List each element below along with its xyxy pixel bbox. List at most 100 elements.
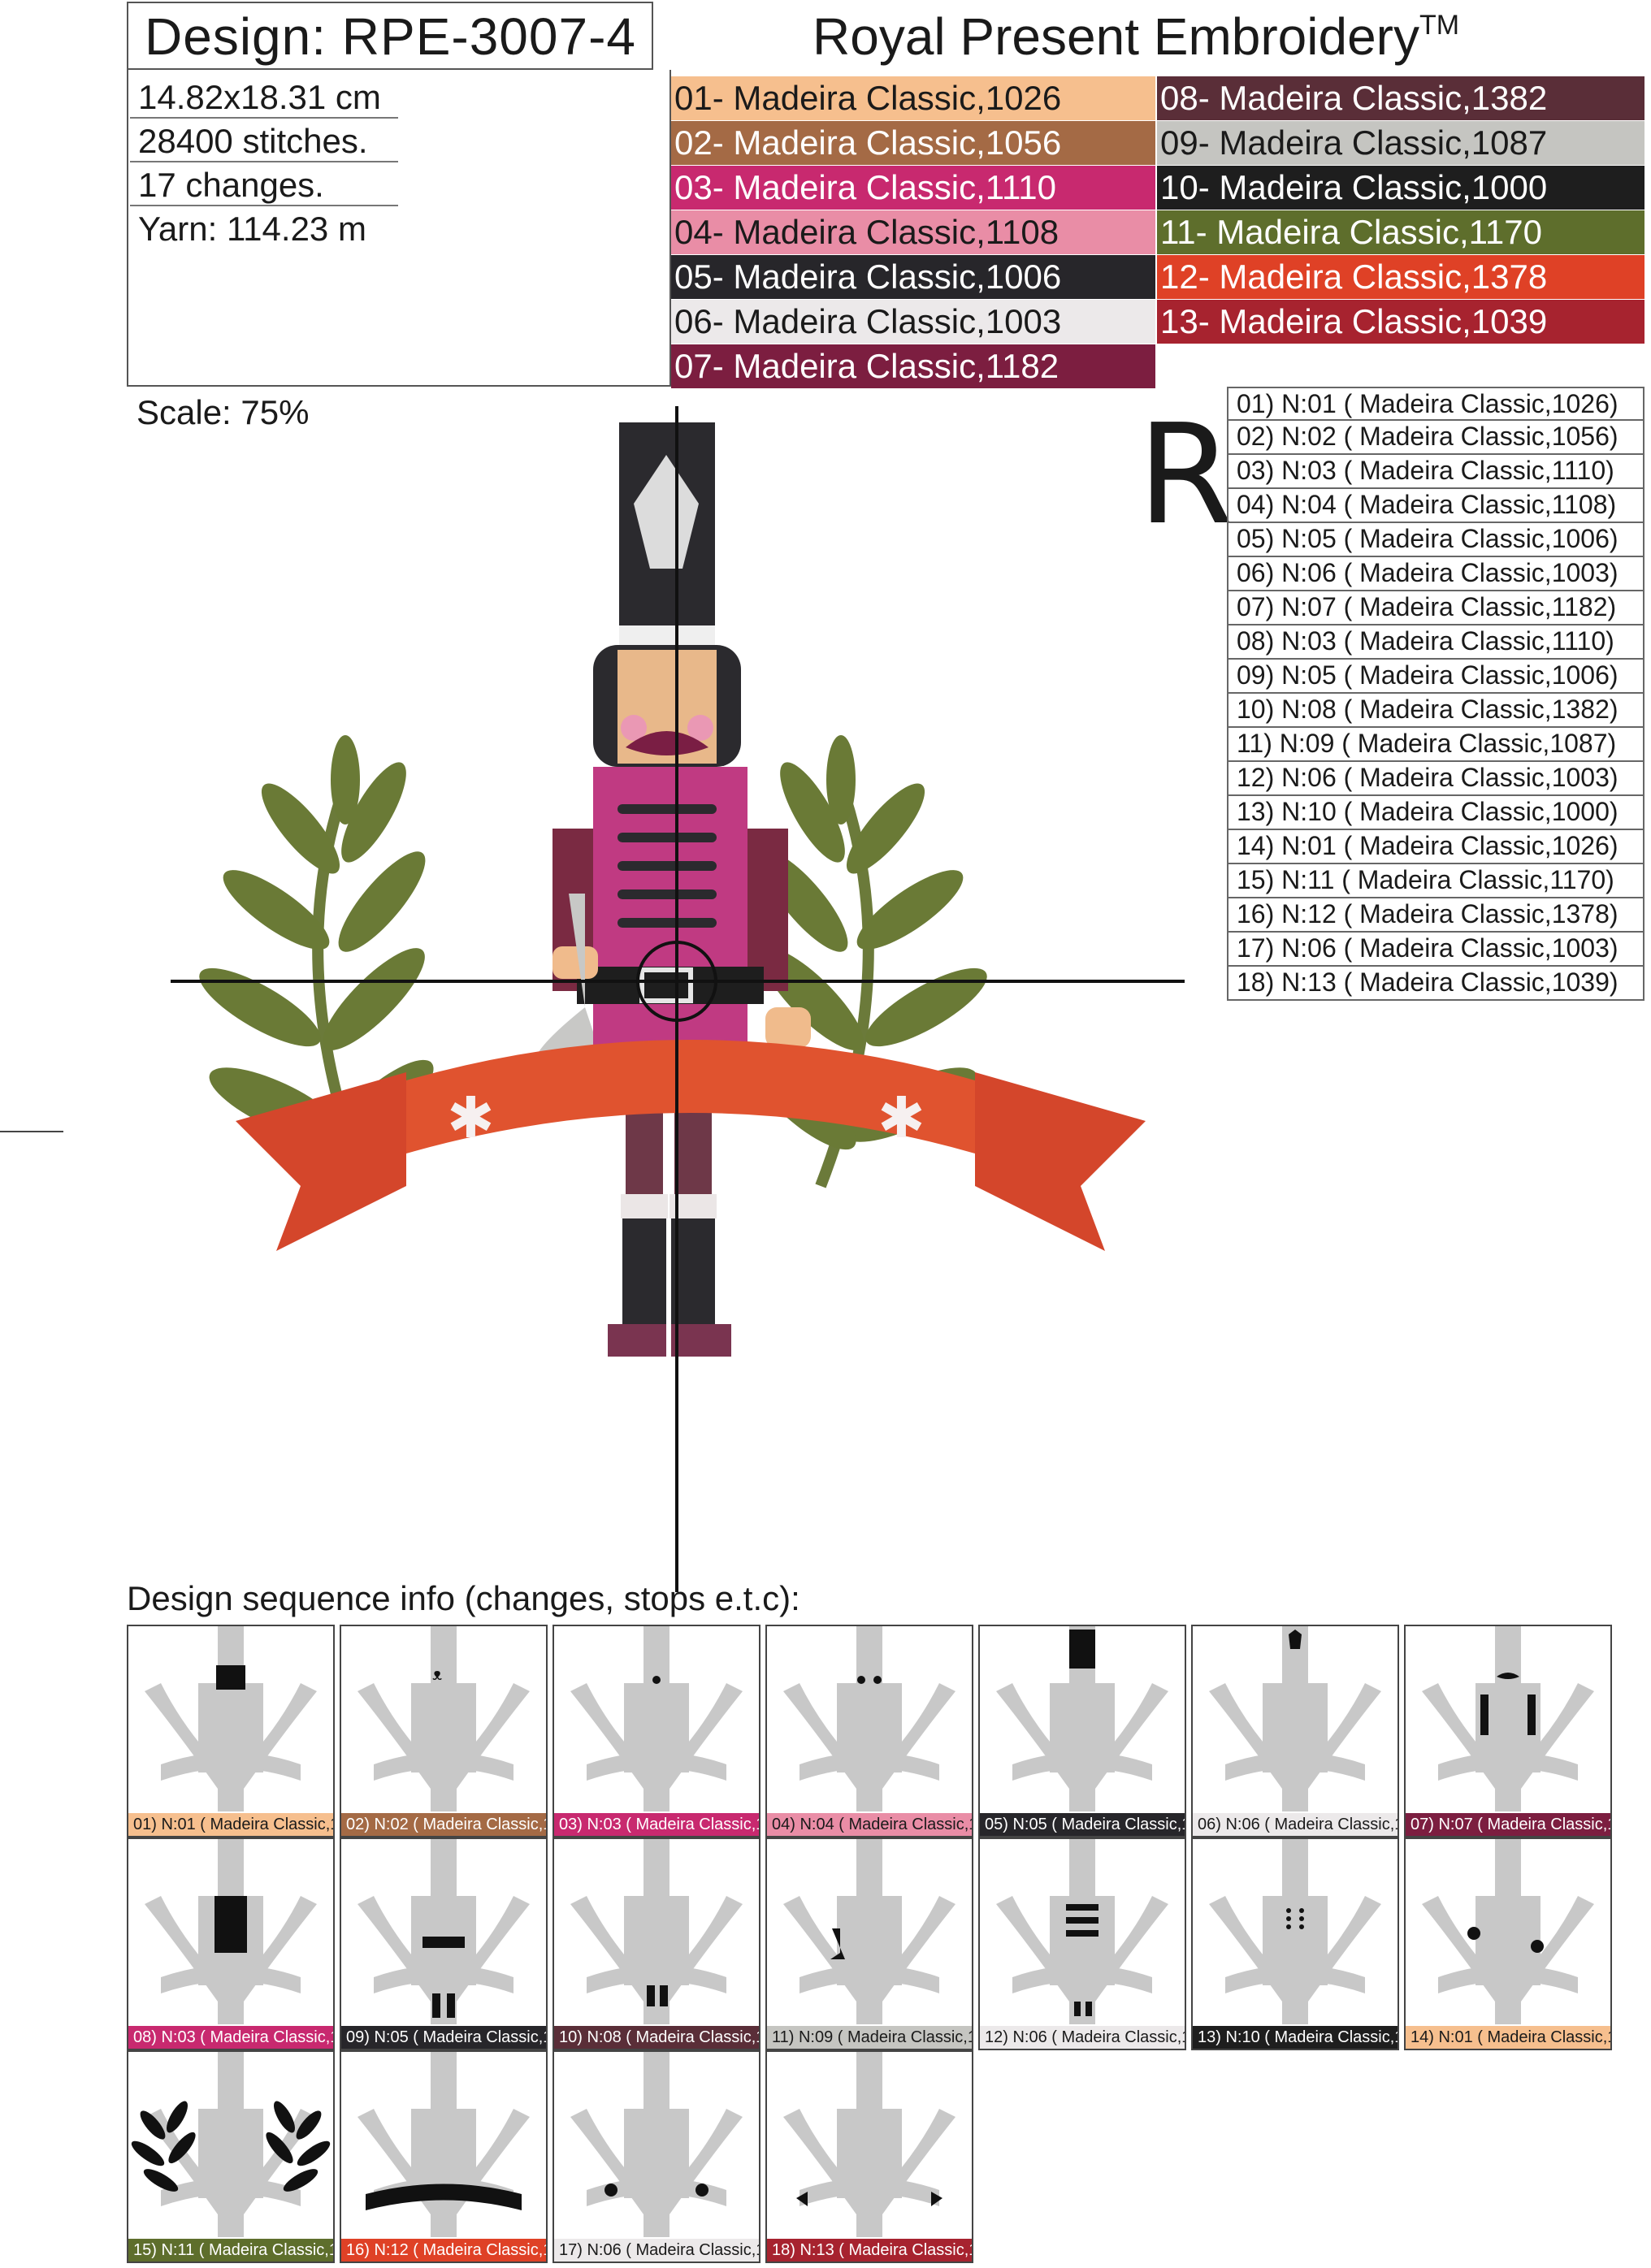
color-swatch: 13- Madeira Classic,1039 bbox=[1157, 300, 1644, 344]
sequence-row: 15) N:11 ( Madeira Classic,1170) bbox=[1227, 864, 1644, 898]
thumbnail-preview bbox=[570, 1839, 743, 2024]
svg-text:✱: ✱ bbox=[447, 1084, 495, 1151]
change-count: 17 changes. bbox=[138, 166, 324, 204]
thumbnail-preview bbox=[358, 2052, 530, 2237]
color-swatch: 03- Madeira Classic,1110 bbox=[671, 166, 1155, 210]
sequence-thumbnail: 01) N:01 ( Madeira Classic,1026) bbox=[127, 1625, 335, 1837]
sequence-row: 08) N:03 ( Madeira Classic,1110) bbox=[1227, 625, 1644, 660]
design-title-box bbox=[127, 2, 653, 70]
thumbnail-label: 07) N:07 ( Madeira Classic,1182) bbox=[1406, 1813, 1610, 1836]
thumbnail-label: 11) N:09 ( Madeira Classic,1087) bbox=[767, 2026, 972, 2049]
thumbnail-label: 14) N:01 ( Madeira Classic,1026) bbox=[1406, 2026, 1610, 2049]
nutcracker-figure bbox=[536, 422, 811, 1357]
thumbnail-preview bbox=[1209, 1839, 1381, 2024]
thumbnail-preview: ᴥ bbox=[358, 1626, 530, 1811]
thumbnail-preview bbox=[570, 2052, 743, 2237]
color-swatch: 06- Madeira Classic,1003 bbox=[671, 300, 1155, 344]
thumbnail-label: 15) N:11 ( Madeira Classic,1170) bbox=[128, 2239, 333, 2262]
scale-label: Scale: 75% bbox=[136, 393, 310, 431]
thumbnail-label: 03) N:03 ( Madeira Classic,1110) bbox=[554, 1813, 759, 1836]
hoop-edge-tick bbox=[0, 1131, 63, 1132]
color-swatch: 01- Madeira Classic,1026 bbox=[671, 76, 1155, 120]
thumbnail-label: 10) N:08 ( Madeira Classic,1382) bbox=[554, 2026, 759, 2049]
info-divider bbox=[130, 117, 398, 119]
sequence-row: 13) N:10 ( Madeira Classic,1000) bbox=[1227, 796, 1644, 830]
sequence-thumbnail: 09) N:05 ( Madeira Classic,1006) bbox=[340, 1837, 548, 2050]
sequence-row: 05) N:05 ( Madeira Classic,1006) bbox=[1227, 523, 1644, 557]
sequence-row: 16) N:12 ( Madeira Classic,1378) bbox=[1227, 898, 1644, 933]
thumbnail-preview bbox=[358, 1839, 530, 2024]
sequence-thumbnail: 06) N:06 ( Madeira Classic,1003) bbox=[1191, 1625, 1399, 1837]
color-swatch: 10- Madeira Classic,1000 bbox=[1157, 166, 1644, 210]
sequence-thumbnail: 14) N:01 ( Madeira Classic,1026) bbox=[1404, 1837, 1612, 2050]
color-swatch: 02- Madeira Classic,1056 bbox=[671, 121, 1155, 165]
center-crosshair bbox=[171, 406, 1185, 1592]
thumbnail-preview bbox=[1422, 1839, 1594, 2024]
color-swatch: 08- Madeira Classic,1382 bbox=[1157, 76, 1644, 120]
design-size: 14.82x18.31 cm bbox=[138, 78, 381, 116]
red-ribbon-banner: ✱ ✱ bbox=[236, 1040, 1146, 1251]
info-divider bbox=[130, 205, 398, 206]
sequence-table: 01) N:01 ( Madeira Classic,1026)02) N:02… bbox=[1227, 387, 1644, 1001]
sequence-row: 07) N:07 ( Madeira Classic,1182) bbox=[1227, 591, 1644, 625]
orientation-mark: R bbox=[1138, 395, 1234, 556]
trademark-symbol: TM bbox=[1419, 10, 1460, 41]
sequence-row: 18) N:13 ( Madeira Classic,1039) bbox=[1227, 967, 1644, 1001]
sequence-thumbnail: 07) N:07 ( Madeira Classic,1182) bbox=[1404, 1625, 1612, 1837]
thumbnail-label: 04) N:04 ( Madeira Classic,1108) bbox=[767, 1813, 972, 1836]
sequence-thumbnail: 17) N:06 ( Madeira Classic,1003) bbox=[552, 2050, 760, 2263]
sequence-thumbnail: 10) N:08 ( Madeira Classic,1382) bbox=[552, 1837, 760, 2050]
sequence-thumbnail: 13) N:10 ( Madeira Classic,1000) bbox=[1191, 1837, 1399, 2050]
thumbnail-preview bbox=[131, 2052, 331, 2237]
sequence-thumbnail: ᴥ02) N:02 ( Madeira Classic,1056) bbox=[340, 1625, 548, 1837]
thumbnail-preview bbox=[996, 1626, 1168, 1811]
thumbnail-label: 18) N:13 ( Madeira Classic,1039) bbox=[767, 2239, 972, 2262]
design-info-box bbox=[127, 70, 671, 387]
design-title: Design: RPE-3007-4 bbox=[145, 7, 636, 66]
sequence-row: 09) N:05 ( Madeira Classic,1006) bbox=[1227, 660, 1644, 694]
sequence-thumbnail: 08) N:03 ( Madeira Classic,1110) bbox=[127, 1837, 335, 2050]
thumbnail-preview bbox=[145, 1839, 317, 2024]
brand-text: Royal Present Embroidery bbox=[812, 7, 1419, 66]
sequence-heading: Design sequence info (changes, stops e.t… bbox=[127, 1579, 800, 1617]
sequence-row: 01) N:01 ( Madeira Classic,1026) bbox=[1227, 387, 1644, 421]
thumbnail-label: 17) N:06 ( Madeira Classic,1003) bbox=[554, 2239, 759, 2262]
sequence-thumbnail: 12) N:06 ( Madeira Classic,1003) bbox=[978, 1837, 1186, 2050]
sequence-row: 06) N:06 ( Madeira Classic,1003) bbox=[1227, 557, 1644, 591]
sequence-row: 03) N:03 ( Madeira Classic,1110) bbox=[1227, 455, 1644, 489]
thumbnail-label: 02) N:02 ( Madeira Classic,1056) bbox=[341, 1813, 546, 1836]
thumbnail-preview bbox=[1422, 1626, 1594, 1811]
thumbnail-label: 13) N:10 ( Madeira Classic,1000) bbox=[1193, 2026, 1398, 2049]
thumbnail-label: 01) N:01 ( Madeira Classic,1026) bbox=[128, 1813, 333, 1836]
thumbnail-preview bbox=[145, 1626, 317, 1811]
thumbnail-preview bbox=[996, 1839, 1168, 2024]
sequence-thumbnail: 15) N:11 ( Madeira Classic,1170) bbox=[127, 2050, 335, 2263]
color-swatch: 12- Madeira Classic,1378 bbox=[1157, 255, 1644, 299]
info-divider bbox=[130, 161, 398, 162]
thumbnail-label: 16) N:12 ( Madeira Classic,1378) bbox=[341, 2239, 546, 2262]
thumbnail-preview bbox=[783, 1626, 956, 1811]
sequence-row: 02) N:02 ( Madeira Classic,1056) bbox=[1227, 421, 1644, 455]
thumbnail-label: 06) N:06 ( Madeira Classic,1003) bbox=[1193, 1813, 1398, 1836]
sequence-thumbnail: 16) N:12 ( Madeira Classic,1378) bbox=[340, 2050, 548, 2263]
nutcracker-embroidery-design: ✱ ✱ bbox=[171, 406, 1185, 1592]
sequence-row: 17) N:06 ( Madeira Classic,1003) bbox=[1227, 933, 1644, 967]
sequence-thumbnail: 18) N:13 ( Madeira Classic,1039) bbox=[765, 2050, 973, 2263]
color-swatch: 04- Madeira Classic,1108 bbox=[671, 210, 1155, 254]
color-swatch: 07- Madeira Classic,1182 bbox=[671, 344, 1155, 388]
thumbnail-label: 05) N:05 ( Madeira Classic,1006) bbox=[980, 1813, 1185, 1836]
svg-text:✱: ✱ bbox=[878, 1084, 925, 1151]
thumbnail-preview bbox=[570, 1626, 743, 1811]
stitch-count: 28400 stitches. bbox=[138, 122, 368, 160]
sequence-row: 04) N:04 ( Madeira Classic,1108) bbox=[1227, 489, 1644, 523]
sequence-thumbnail: 04) N:04 ( Madeira Classic,1108) bbox=[765, 1625, 973, 1837]
thumbnail-label: 08) N:03 ( Madeira Classic,1110) bbox=[128, 2026, 333, 2049]
brand-name: Royal Present EmbroideryTM bbox=[812, 6, 1459, 67]
yarn-length: Yarn: 114.23 m bbox=[138, 210, 366, 248]
thumbnail-label: 12) N:06 ( Madeira Classic,1003) bbox=[980, 2026, 1185, 2049]
sequence-row: 11) N:09 ( Madeira Classic,1087) bbox=[1227, 728, 1644, 762]
color-swatch: 11- Madeira Classic,1170 bbox=[1157, 210, 1644, 254]
color-swatch: 05- Madeira Classic,1006 bbox=[671, 255, 1155, 299]
sequence-row: 14) N:01 ( Madeira Classic,1026) bbox=[1227, 830, 1644, 864]
thumbnail-label: 09) N:05 ( Madeira Classic,1006) bbox=[341, 2026, 546, 2049]
